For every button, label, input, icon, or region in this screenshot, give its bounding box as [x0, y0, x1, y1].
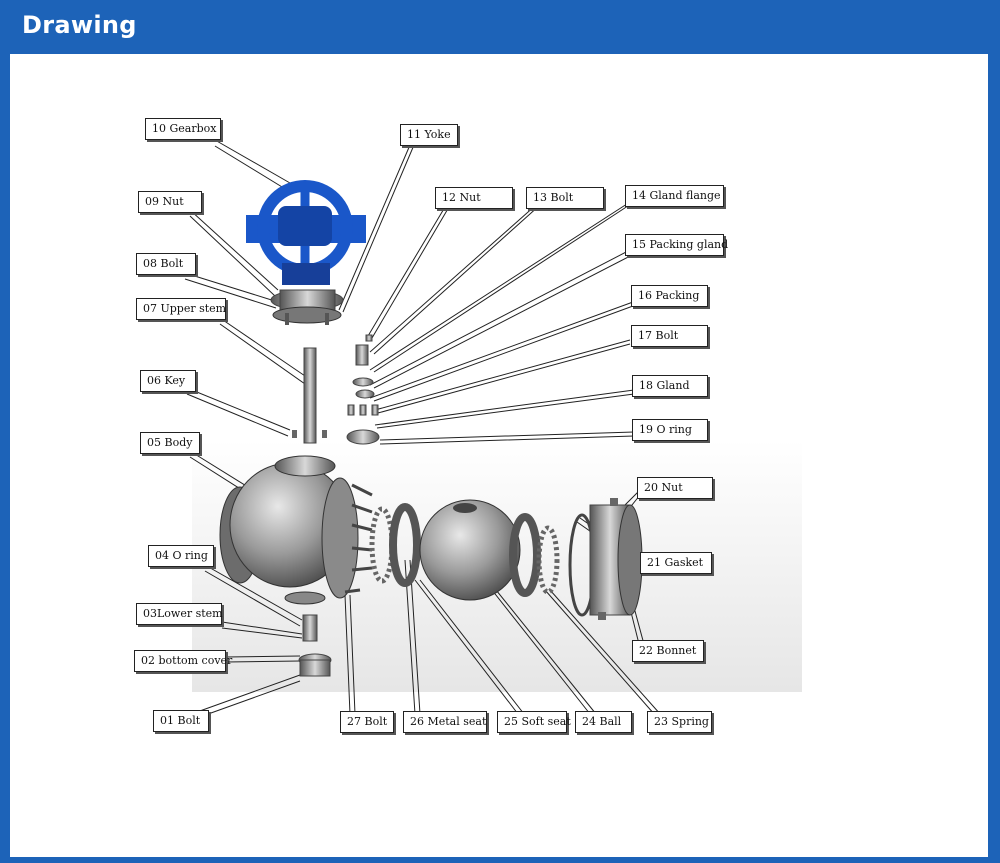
- seat-ball-illustration: [369, 499, 560, 601]
- label-key: 06 Key: [140, 370, 196, 392]
- label-gland: 18 Gland: [632, 375, 708, 397]
- label-nut-20: 20 Nut: [637, 477, 713, 499]
- exploded-valve-diagram: [184, 139, 802, 719]
- label-packing-gland: 15 Packing gland: [625, 234, 728, 256]
- label-upper-stem: 07 Upper stem: [136, 298, 226, 320]
- gearbox-illustration: [246, 180, 366, 285]
- label-lower-stem: 03Lower stem: [136, 603, 223, 625]
- yoke-illustration: [270, 289, 344, 325]
- label-bottom-cover: 02 bottom cover: [134, 650, 232, 672]
- label-o-ring-19: 19 O ring: [632, 419, 708, 441]
- body-bolts-illustration: [344, 483, 373, 594]
- gland-parts-illustration: [346, 334, 380, 445]
- label-gearbox: 10 Gearbox: [145, 118, 221, 140]
- lower-stem-illustration: [298, 614, 332, 677]
- label-bolt-08: 08 Bolt: [136, 253, 196, 275]
- label-nut-09: 09 Nut: [138, 191, 202, 213]
- body-illustration: [219, 455, 359, 605]
- label-metal-seat: 26 Metal seat: [403, 711, 487, 733]
- label-bolt-01: 01 Bolt: [153, 710, 209, 732]
- label-bonnet: 22 Bonnet: [632, 640, 704, 662]
- label-body: 05 Body: [140, 432, 200, 454]
- label-soft-seat: 25 Soft seat: [497, 711, 571, 733]
- label-spring: 23 Spring: [647, 711, 712, 733]
- label-nut-12: 12 Nut: [435, 187, 513, 209]
- page-header: Drawing: [0, 0, 1000, 54]
- label-yoke: 11 Yoke: [400, 124, 458, 146]
- drawing-panel: 10 Gearbox 09 Nut 08 Bolt 07 Upper stem …: [10, 54, 988, 857]
- label-packing: 16 Packing: [631, 285, 708, 307]
- label-o-ring-04: 04 O ring: [148, 545, 214, 567]
- label-bolt-13: 13 Bolt: [526, 187, 604, 209]
- bonnet-illustration: [568, 498, 643, 620]
- upper-stem-illustration: [292, 347, 327, 444]
- label-ball: 24 Ball: [575, 711, 632, 733]
- label-gland-flange: 14 Gland flange: [625, 185, 724, 207]
- label-gasket: 21 Gasket: [640, 552, 712, 574]
- page-title: Drawing: [22, 11, 137, 39]
- label-bolt-17: 17 Bolt: [631, 325, 708, 347]
- label-bolt-27: 27 Bolt: [340, 711, 394, 733]
